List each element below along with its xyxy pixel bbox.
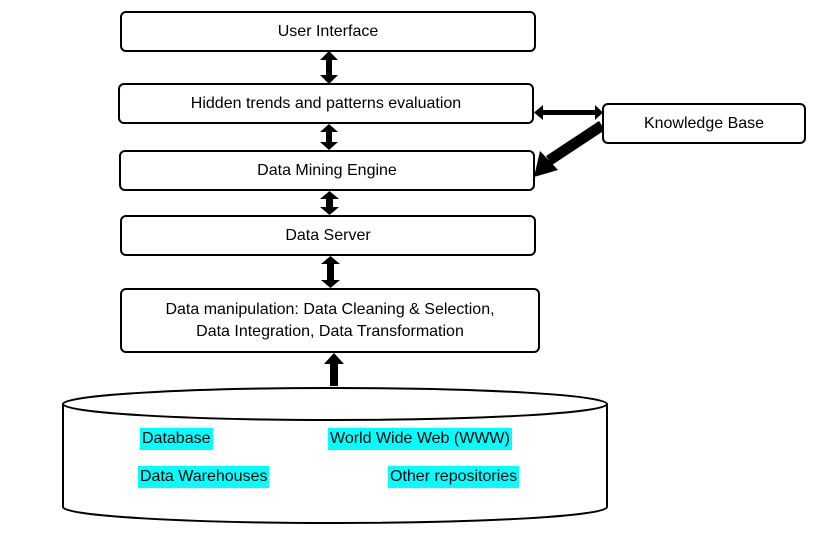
arrow-knowledge-engine xyxy=(534,121,605,177)
arrow-evaluation-knowledge xyxy=(534,105,603,120)
arrow-evaluation-engine xyxy=(320,124,338,150)
data-mining-engine-box: Data Mining Engine xyxy=(119,150,535,191)
data-mining-engine-label: Data Mining Engine xyxy=(257,161,397,179)
data-server-label: Data Server xyxy=(285,226,371,244)
pattern-evaluation-label: Hidden trends and patterns evaluation xyxy=(190,94,462,112)
arrow-server-manipulation xyxy=(321,256,340,288)
source-data-warehouses-label: Data Warehouses xyxy=(138,466,270,488)
connector-arrows xyxy=(320,51,605,386)
data-server-box: Data Server xyxy=(120,215,536,256)
arrow-sources-manipulation xyxy=(324,353,344,386)
source-other-repositories-label: Other repositories xyxy=(388,466,520,488)
arrow-engine-server xyxy=(320,191,339,215)
user-interface-box: User Interface xyxy=(120,11,536,52)
user-interface-label: User Interface xyxy=(277,22,379,40)
arrow-ui-evaluation xyxy=(320,51,338,84)
pattern-evaluation-box: Hidden trends and patterns evaluation xyxy=(118,83,534,124)
data-manipulation-line-1: Data manipulation: Data Cleaning & Selec… xyxy=(165,300,495,318)
source-www-label: World Wide Web (WWW) xyxy=(328,428,512,450)
data-manipulation-line-2: Data Integration, Data Transformation xyxy=(196,322,464,340)
knowledge-base-box: Knowledge Base xyxy=(602,103,806,144)
data-sources-cylinder xyxy=(62,387,608,524)
source-database-label: Database xyxy=(140,428,213,450)
knowledge-base-label: Knowledge Base xyxy=(643,114,765,132)
data-manipulation-box: Data manipulation: Data Cleaning & Selec… xyxy=(120,288,540,353)
